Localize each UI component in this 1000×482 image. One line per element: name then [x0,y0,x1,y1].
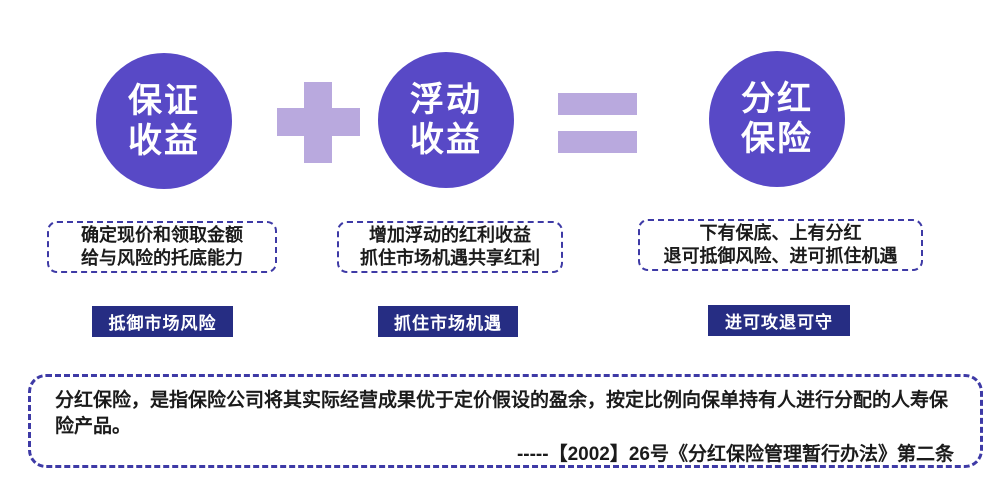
note-dividend-insurance: 下有保底、上有分红 退可抵御风险、进可抓住机遇 [638,219,923,271]
badge-resist-market-risk: 抵御市场风险 [92,306,233,337]
dividend-insurance-line1: 分红 [741,80,813,118]
note-dividend-line2: 退可抵御风险、进可抓住机遇 [663,246,898,266]
definition-box: 分红保险，是指保险公司将其实际经营成果优于定价假设的盈余，按定比例向保单持有人进… [28,374,983,468]
badge-attack-or-defend: 进可攻退可守 [708,305,850,336]
badge-seize-market-opportunity: 抓住市场机遇 [378,306,518,337]
floating-income-line2: 收益 [410,121,482,159]
note-floating-income: 增加浮动的红利收益 抓住市场机遇共享红利 [337,221,563,273]
floating-income-circle: 浮动 收益 [378,52,514,188]
plus-icon [277,82,360,163]
guaranteed-income-line2: 收益 [128,122,200,160]
note-guaranteed-line2: 给与风险的托底能力 [81,248,243,268]
dividend-insurance-line2: 保险 [741,120,813,158]
guaranteed-income-circle: 保证 收益 [96,53,232,189]
equals-icon [558,93,637,153]
guaranteed-income-line1: 保证 [128,82,200,120]
definition-source: -----【2002】26号《分红保险管理暂行办法》第二条 [516,444,954,465]
note-floating-line1: 增加浮动的红利收益 [369,225,531,245]
note-guaranteed-income: 确定现价和领取金额 给与风险的托底能力 [47,221,277,273]
note-guaranteed-line1: 确定现价和领取金额 [81,225,243,245]
definition-text: 分红保险，是指保险公司将其实际经营成果优于定价假设的盈余，按定比例向保单持有人进… [55,390,949,437]
dividend-insurance-circle: 分红 保险 [709,51,845,187]
equals-bar-top [558,93,637,115]
equals-bar-bottom [558,131,637,153]
note-floating-line2: 抓住市场机遇共享红利 [360,248,540,268]
floating-income-line1: 浮动 [410,81,482,119]
note-dividend-line1: 下有保底、上有分红 [699,223,862,243]
